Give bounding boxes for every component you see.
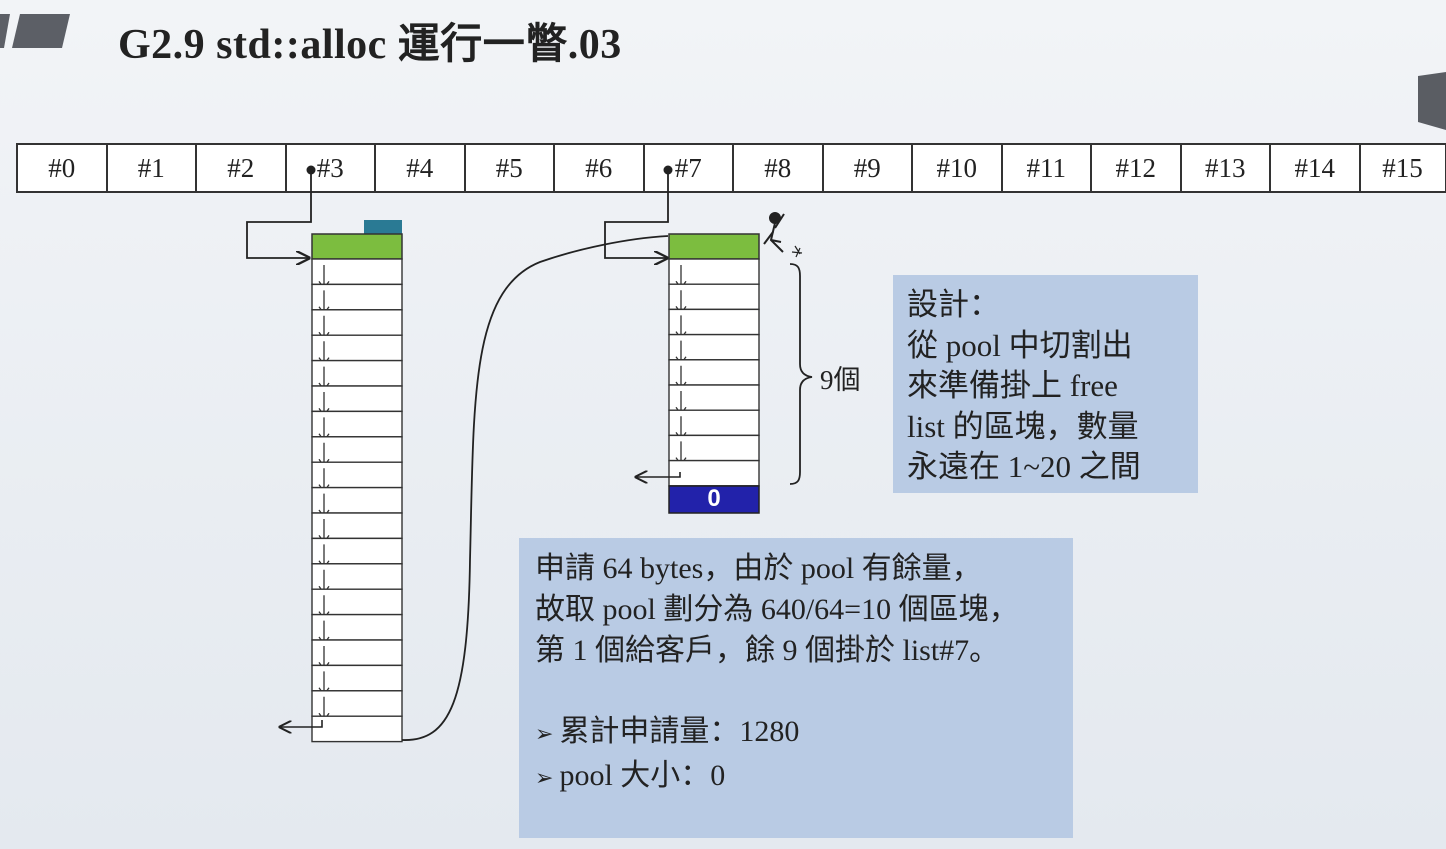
design-note-line: 從 pool 中切割出 <box>907 327 1133 363</box>
free-block <box>311 436 403 463</box>
free-block <box>311 563 403 590</box>
design-note-line: 來準備掛上 free <box>907 368 1118 403</box>
free-block <box>311 512 403 540</box>
list7-free-blocks <box>668 258 760 487</box>
corner-decoration <box>1418 72 1446 130</box>
list7-allocated-block <box>668 233 760 260</box>
free-list-slot-3: #3 <box>287 145 376 191</box>
free-block <box>668 308 760 336</box>
design-note-line: list 的區塊，數量 <box>907 408 1139 444</box>
free-block <box>668 384 760 411</box>
free-block <box>311 664 403 692</box>
free-block <box>311 359 403 387</box>
free-block <box>668 283 760 311</box>
design-note-box: 設計： 從 pool 中切割出 來準備掛上 free list 的區塊，數量 永… <box>893 275 1198 493</box>
pool-marker-block <box>364 220 402 234</box>
free-block <box>311 715 403 743</box>
list7-count-brace <box>789 263 813 485</box>
free-block <box>311 283 403 311</box>
free-block <box>311 588 403 616</box>
cumulative-request-text: 累計申請量：1280 <box>559 715 800 748</box>
bullet-item: ➢pool 大小：0 <box>535 755 1057 799</box>
free-list-slot-4: #4 <box>376 145 466 191</box>
free-block <box>311 639 403 667</box>
free-list-slot-9: #9 <box>824 145 913 191</box>
list7-terminal-label: 0 <box>707 485 721 512</box>
design-note-line: 設計： <box>907 287 1000 322</box>
list7-pointer <box>604 165 673 259</box>
free-block <box>311 461 403 489</box>
bullet-arrow-icon: ➢ <box>535 766 554 791</box>
free-block <box>311 410 403 438</box>
free-list-slot-13: #13 <box>1182 145 1271 191</box>
free-block <box>668 258 760 285</box>
free-block <box>311 613 403 641</box>
title-decoration <box>0 14 70 48</box>
free-list-slot-1: #1 <box>108 145 197 191</box>
free-list-slot-7: #7 <box>645 145 734 191</box>
list3-free-blocks <box>311 258 403 743</box>
free-list-slot-2: #2 <box>197 145 287 191</box>
slide-title: G2.9 std::alloc 運行一瞥.03 <box>118 22 622 68</box>
list3-exit-arrow <box>280 720 323 727</box>
design-note-line: 永遠在 1~20 之間 <box>907 449 1141 484</box>
bullet-arrow-icon: ➢ <box>535 722 554 747</box>
list7-terminal-block <box>668 485 760 514</box>
free-list-slot-6: #6 <box>555 145 645 191</box>
note-spacer <box>535 671 1057 711</box>
list3-pointer <box>246 165 316 259</box>
free-block <box>668 434 760 462</box>
free-block <box>668 409 760 437</box>
climbing-figure-icon <box>763 212 803 258</box>
list3-allocated-block <box>311 233 403 260</box>
pool-size-text: pool 大小：0 <box>559 759 726 792</box>
request-note-box: 申請 64 bytes，由於 pool 有餘量， 故取 pool 劃分為 640… <box>519 538 1073 838</box>
free-list-slot-14: #14 <box>1271 145 1361 191</box>
free-block <box>668 333 760 361</box>
free-block <box>668 359 760 386</box>
free-list-slot-12: #12 <box>1092 145 1182 191</box>
free-block <box>311 258 403 286</box>
bullet-item: ➢累計申請量：1280 <box>535 711 1057 755</box>
pool-chain-curve <box>401 235 669 741</box>
free-list-index-strip: #0 #1 #2 #3 #4 #5 #6 #7 #8 #9 #10 #11 #1… <box>16 143 1446 193</box>
free-block <box>311 537 403 565</box>
request-note-line: 第 1 個給客戶，餘 9 個掛於 list#7。 <box>535 634 1000 667</box>
free-list-slot-15: #15 <box>1382 152 1423 183</box>
list7-count-label: 9個 <box>820 365 861 395</box>
free-list-slot-0: #0 <box>18 145 108 191</box>
free-block <box>311 334 403 362</box>
free-list-slot-10: #10 <box>913 145 1003 191</box>
free-list-slot-8: #8 <box>734 145 824 191</box>
list7-exit-arrow <box>636 472 681 477</box>
request-note-line: 故取 pool 劃分為 640/64=10 個區塊， <box>535 593 1019 626</box>
free-block <box>311 309 403 336</box>
free-block <box>668 459 760 487</box>
free-block <box>311 486 403 514</box>
free-block <box>311 690 403 717</box>
free-list-slot-5: #5 <box>466 145 555 191</box>
free-block <box>311 385 403 413</box>
request-note-line: 申請 64 bytes，由於 pool 有餘量， <box>535 552 982 585</box>
free-list-slot-11: #11 <box>1003 145 1092 191</box>
